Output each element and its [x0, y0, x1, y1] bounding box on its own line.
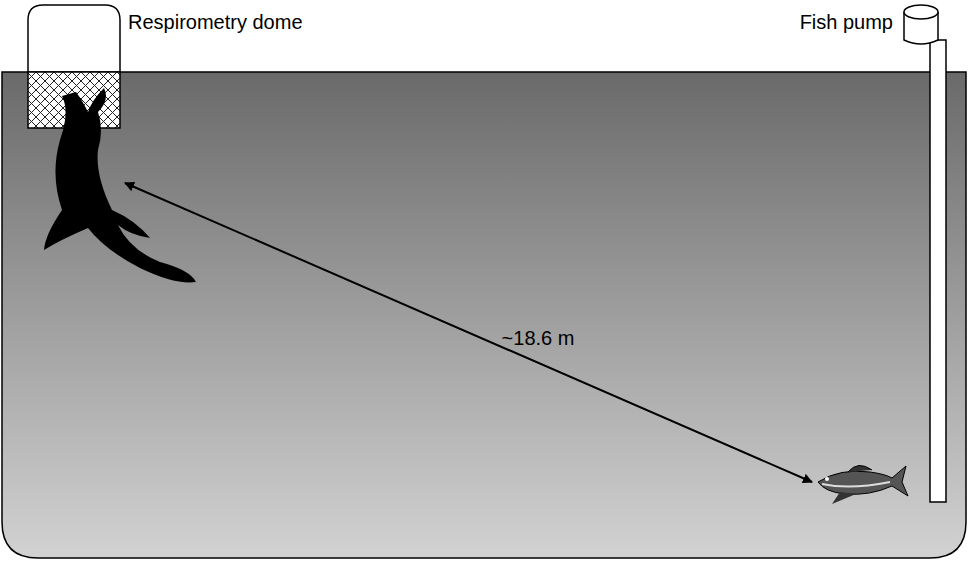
pool — [2, 72, 966, 558]
pump-tube — [930, 40, 946, 502]
sea-lion — [44, 88, 196, 282]
distance-arrow — [125, 183, 812, 482]
fish — [818, 465, 908, 504]
dome-label: Respirometry dome — [128, 10, 303, 34]
pump-label: Fish pump — [800, 10, 893, 34]
dome-top — [28, 5, 120, 72]
pump-cap — [904, 5, 938, 19]
distance-label: ~18.6 m — [502, 326, 575, 350]
